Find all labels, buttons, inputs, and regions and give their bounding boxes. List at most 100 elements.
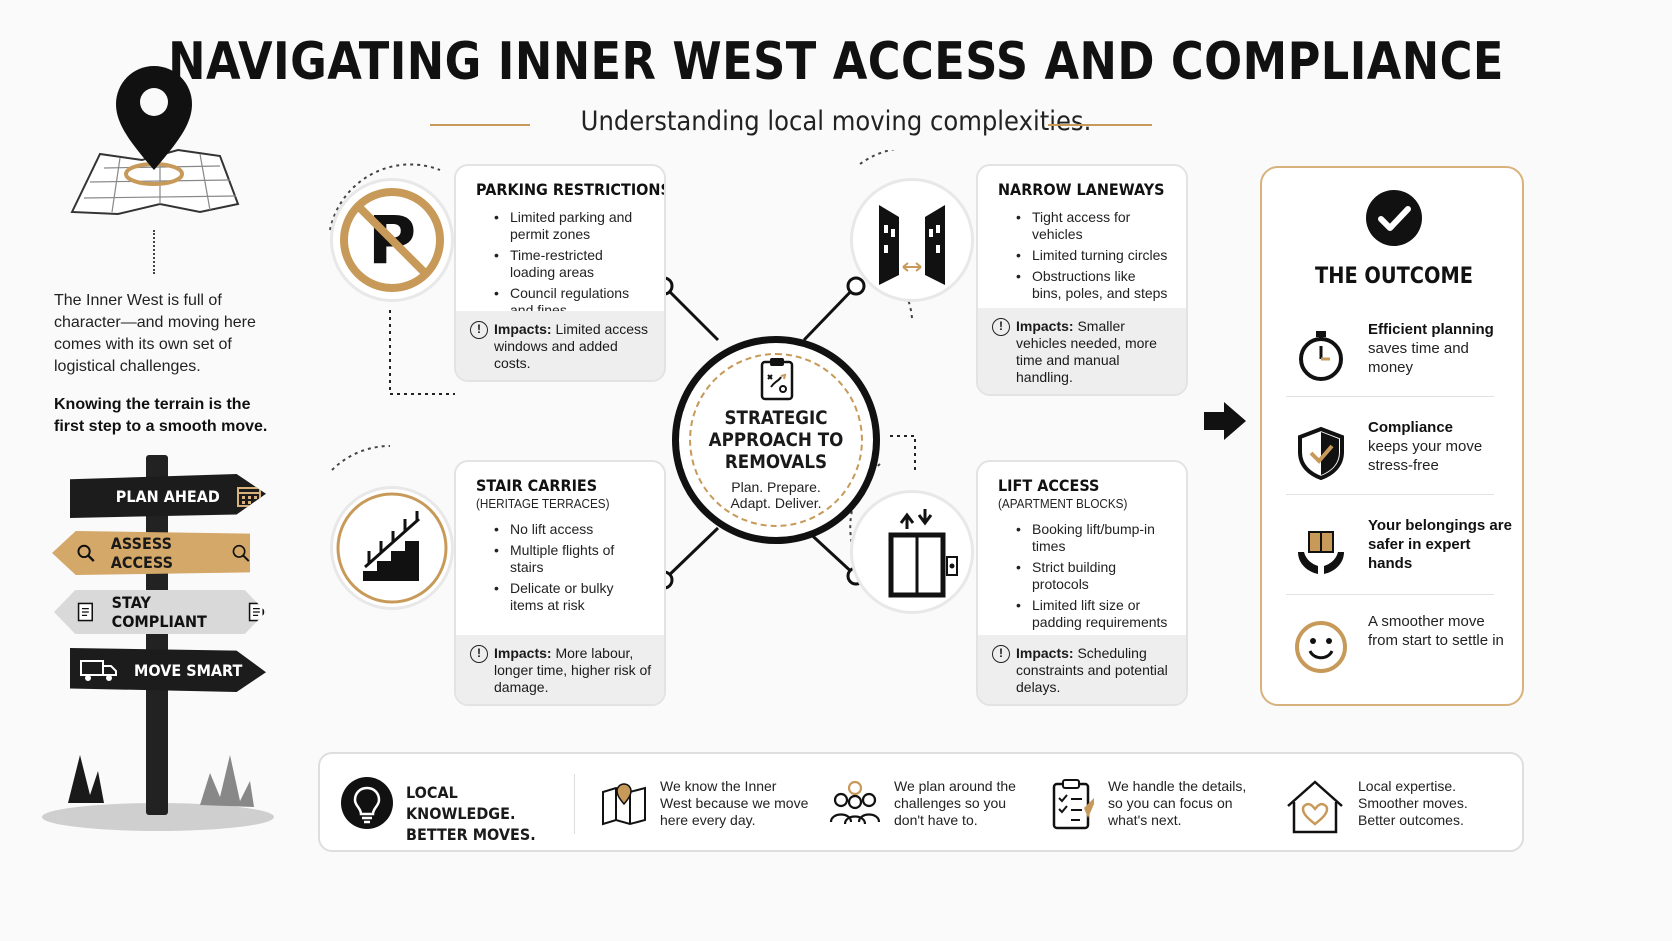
list-item: Obstructions like bins, poles, and steps (1012, 268, 1168, 302)
impact-box: ! Impacts: Limited access windows and ad… (456, 311, 664, 380)
strategy-clipboard-icon (760, 358, 794, 401)
bottom-item-text: We handle the details, so you can focus … (1108, 778, 1247, 828)
lift-icon-circle (850, 490, 974, 614)
impact-label: Impacts: (1016, 645, 1074, 661)
checklist-icon (77, 602, 94, 622)
bottom-lead-text: LOCAL KNOWLEDGE. BETTER MOVES. (406, 783, 536, 844)
bottom-bar: LOCAL KNOWLEDGE. BETTER MOVES. We know t… (318, 752, 1524, 852)
card-stair-carries: STAIR CARRIES (HERITAGE TERRACES) No lif… (454, 460, 666, 706)
card-title: LIFT ACCESS (998, 476, 1100, 495)
impact-text: Scheduling constraints and potential del… (1016, 645, 1168, 695)
info-icon: ! (992, 645, 1010, 663)
bottom-item: We handle the details, so you can focus … (1050, 778, 1248, 830)
hub-subtitle-line: Adapt. Deliver. (730, 495, 822, 511)
sign-assess-access: ASSESS ACCESS (52, 531, 250, 575)
hands-box-icon (1298, 531, 1344, 574)
bottom-item-text: We plan around the challenges so you don… (894, 778, 1016, 828)
hub-title: STRATEGIC APPROACH TO REMOVALS (691, 407, 862, 473)
dotted-connector (153, 230, 155, 274)
stopwatch-icon (1299, 331, 1343, 381)
checkmark-circle-icon (1366, 190, 1422, 246)
sign-stay-compliant: STAY COMPLIANT (54, 590, 266, 634)
outcome-item-strong: Efficient planning (1368, 321, 1494, 338)
outcome-item-text: saves time and money (1368, 340, 1469, 376)
hub-title-line: REMOVALS (724, 451, 828, 473)
clipboard-check-icon (1052, 779, 1094, 830)
outcome-title: THE OUTCOME (1315, 264, 1473, 289)
smiley-icon (1295, 621, 1347, 673)
impact-box: ! Impacts: Scheduling constraints and po… (978, 635, 1186, 704)
strategy-hub: STRATEGIC APPROACH TO REMOVALS Plan. Pre… (672, 336, 880, 544)
impact-box: ! Impacts: Smaller vehicles needed, more… (978, 308, 1186, 394)
subtitle-rule-right (1048, 124, 1152, 126)
outcome-item-strong: Your belongings are safer in expert hand… (1368, 517, 1512, 572)
team-icon (829, 780, 881, 825)
card-bullet-list: Booking lift/bump-in times Strict buildi… (998, 521, 1168, 631)
impact-text: Smaller vehicles needed, more time and m… (1016, 318, 1157, 385)
calendar-icon (236, 487, 261, 507)
sign-assess-access-label: ASSESS ACCESS (111, 534, 174, 572)
magnifier-icon (77, 544, 95, 562)
card-title: NARROW LANEWAYS (998, 180, 1165, 199)
lightbulb-icon (341, 777, 393, 829)
staircase-icon (336, 492, 448, 604)
impact-box: ! Impacts: More labour, longer time, hig… (456, 635, 664, 704)
card-bullet-list: Limited parking and permit zones Time-re… (476, 209, 646, 319)
info-icon: ! (470, 321, 488, 339)
elevator-icon (888, 509, 958, 598)
outcome-item: A smoother move from start to settle in (1286, 612, 1504, 704)
impact-text: Limited access windows and added costs. (494, 321, 649, 371)
impact-label: Impacts: (494, 321, 552, 337)
shield-check-icon (1298, 426, 1344, 480)
intro-emphasis: Knowing the terrain is the first step to… (54, 396, 268, 435)
list-item: Delicate or bulky items at risk (490, 580, 646, 614)
hub-title-line: STRATEGIC (724, 407, 828, 429)
laneway-icon-circle (850, 178, 974, 302)
intro-paragraph: The Inner West is full of character—and … (54, 292, 256, 375)
hub-dashed-ring (689, 353, 863, 527)
list-item: Limited turning circles (1012, 247, 1168, 264)
arrow-right-icon (1204, 402, 1246, 440)
bottom-item: Local expertise. Smoother moves. Better … (1284, 778, 1488, 834)
map-pin-icon (70, 66, 240, 216)
house-heart-icon (1287, 780, 1343, 834)
truck-icon (80, 660, 117, 681)
sign-move-smart-label: MOVE SMART (134, 660, 243, 680)
card-title: PARKING RESTRICTIONS (476, 180, 666, 199)
card-title: STAIR CARRIES (476, 476, 598, 495)
subtitle-rule-left (430, 124, 530, 126)
impact-label: Impacts: (1016, 318, 1074, 334)
hub-subtitle-line: Plan. Prepare. (731, 479, 821, 495)
outcome-panel: THE OUTCOME Efficient planning saves time… (1260, 166, 1524, 706)
hub-subtitle: Plan. Prepare. Adapt. Deliver. (679, 479, 873, 511)
impact-text: More labour, longer time, higher risk of… (494, 645, 652, 695)
list-item: Tight access for vehicles (1012, 209, 1168, 243)
bottom-item-text: Local expertise. Smoother moves. Better … (1358, 778, 1468, 828)
divider (1286, 396, 1494, 397)
parking-icon-circle: P (330, 178, 454, 302)
info-icon: ! (992, 318, 1010, 336)
outcome-item: Your belongings are safer in expert hand… (1286, 516, 1512, 608)
card-subtitle: (HERITAGE TERRACES) (476, 496, 610, 511)
no-parking-icon: P (340, 188, 444, 292)
page-title: NAVIGATING INNER WEST ACCESS AND COMPLIA… (168, 32, 1504, 92)
bottom-item: We know the Inner West because we move h… (600, 778, 810, 829)
outcome-item: Efficient planning saves time and money (1286, 320, 1502, 412)
sign-stay-compliant-label: STAY COMPLIANT (111, 593, 207, 631)
outcome-item-text: A smoother move from start to settle in (1368, 613, 1504, 649)
divider (574, 774, 575, 834)
card-parking-restrictions: PARKING RESTRICTIONS Limited parking and… (454, 164, 666, 382)
list-item: Time-restricted loading areas (490, 247, 646, 281)
list-item: Booking lift/bump-in times (1012, 521, 1168, 555)
bottom-item: We plan around the challenges so you don… (828, 778, 1024, 829)
card-narrow-laneways: NARROW LANEWAYS Tight access for vehicle… (976, 164, 1188, 396)
list-item: Multiple flights of stairs (490, 542, 646, 576)
card-subtitle: (APARTMENT BLOCKS) (998, 496, 1128, 511)
outcome-item-text: keeps your move stress-free (1368, 438, 1483, 474)
bottom-lead: LOCAL KNOWLEDGE. BETTER MOVES. (340, 776, 576, 845)
list-item: No lift access (490, 521, 646, 538)
magnifier-icon (232, 544, 250, 562)
card-bullet-list: Tight access for vehicles Limited turnin… (998, 209, 1168, 302)
list-item: Strict building protocols (1012, 559, 1168, 593)
